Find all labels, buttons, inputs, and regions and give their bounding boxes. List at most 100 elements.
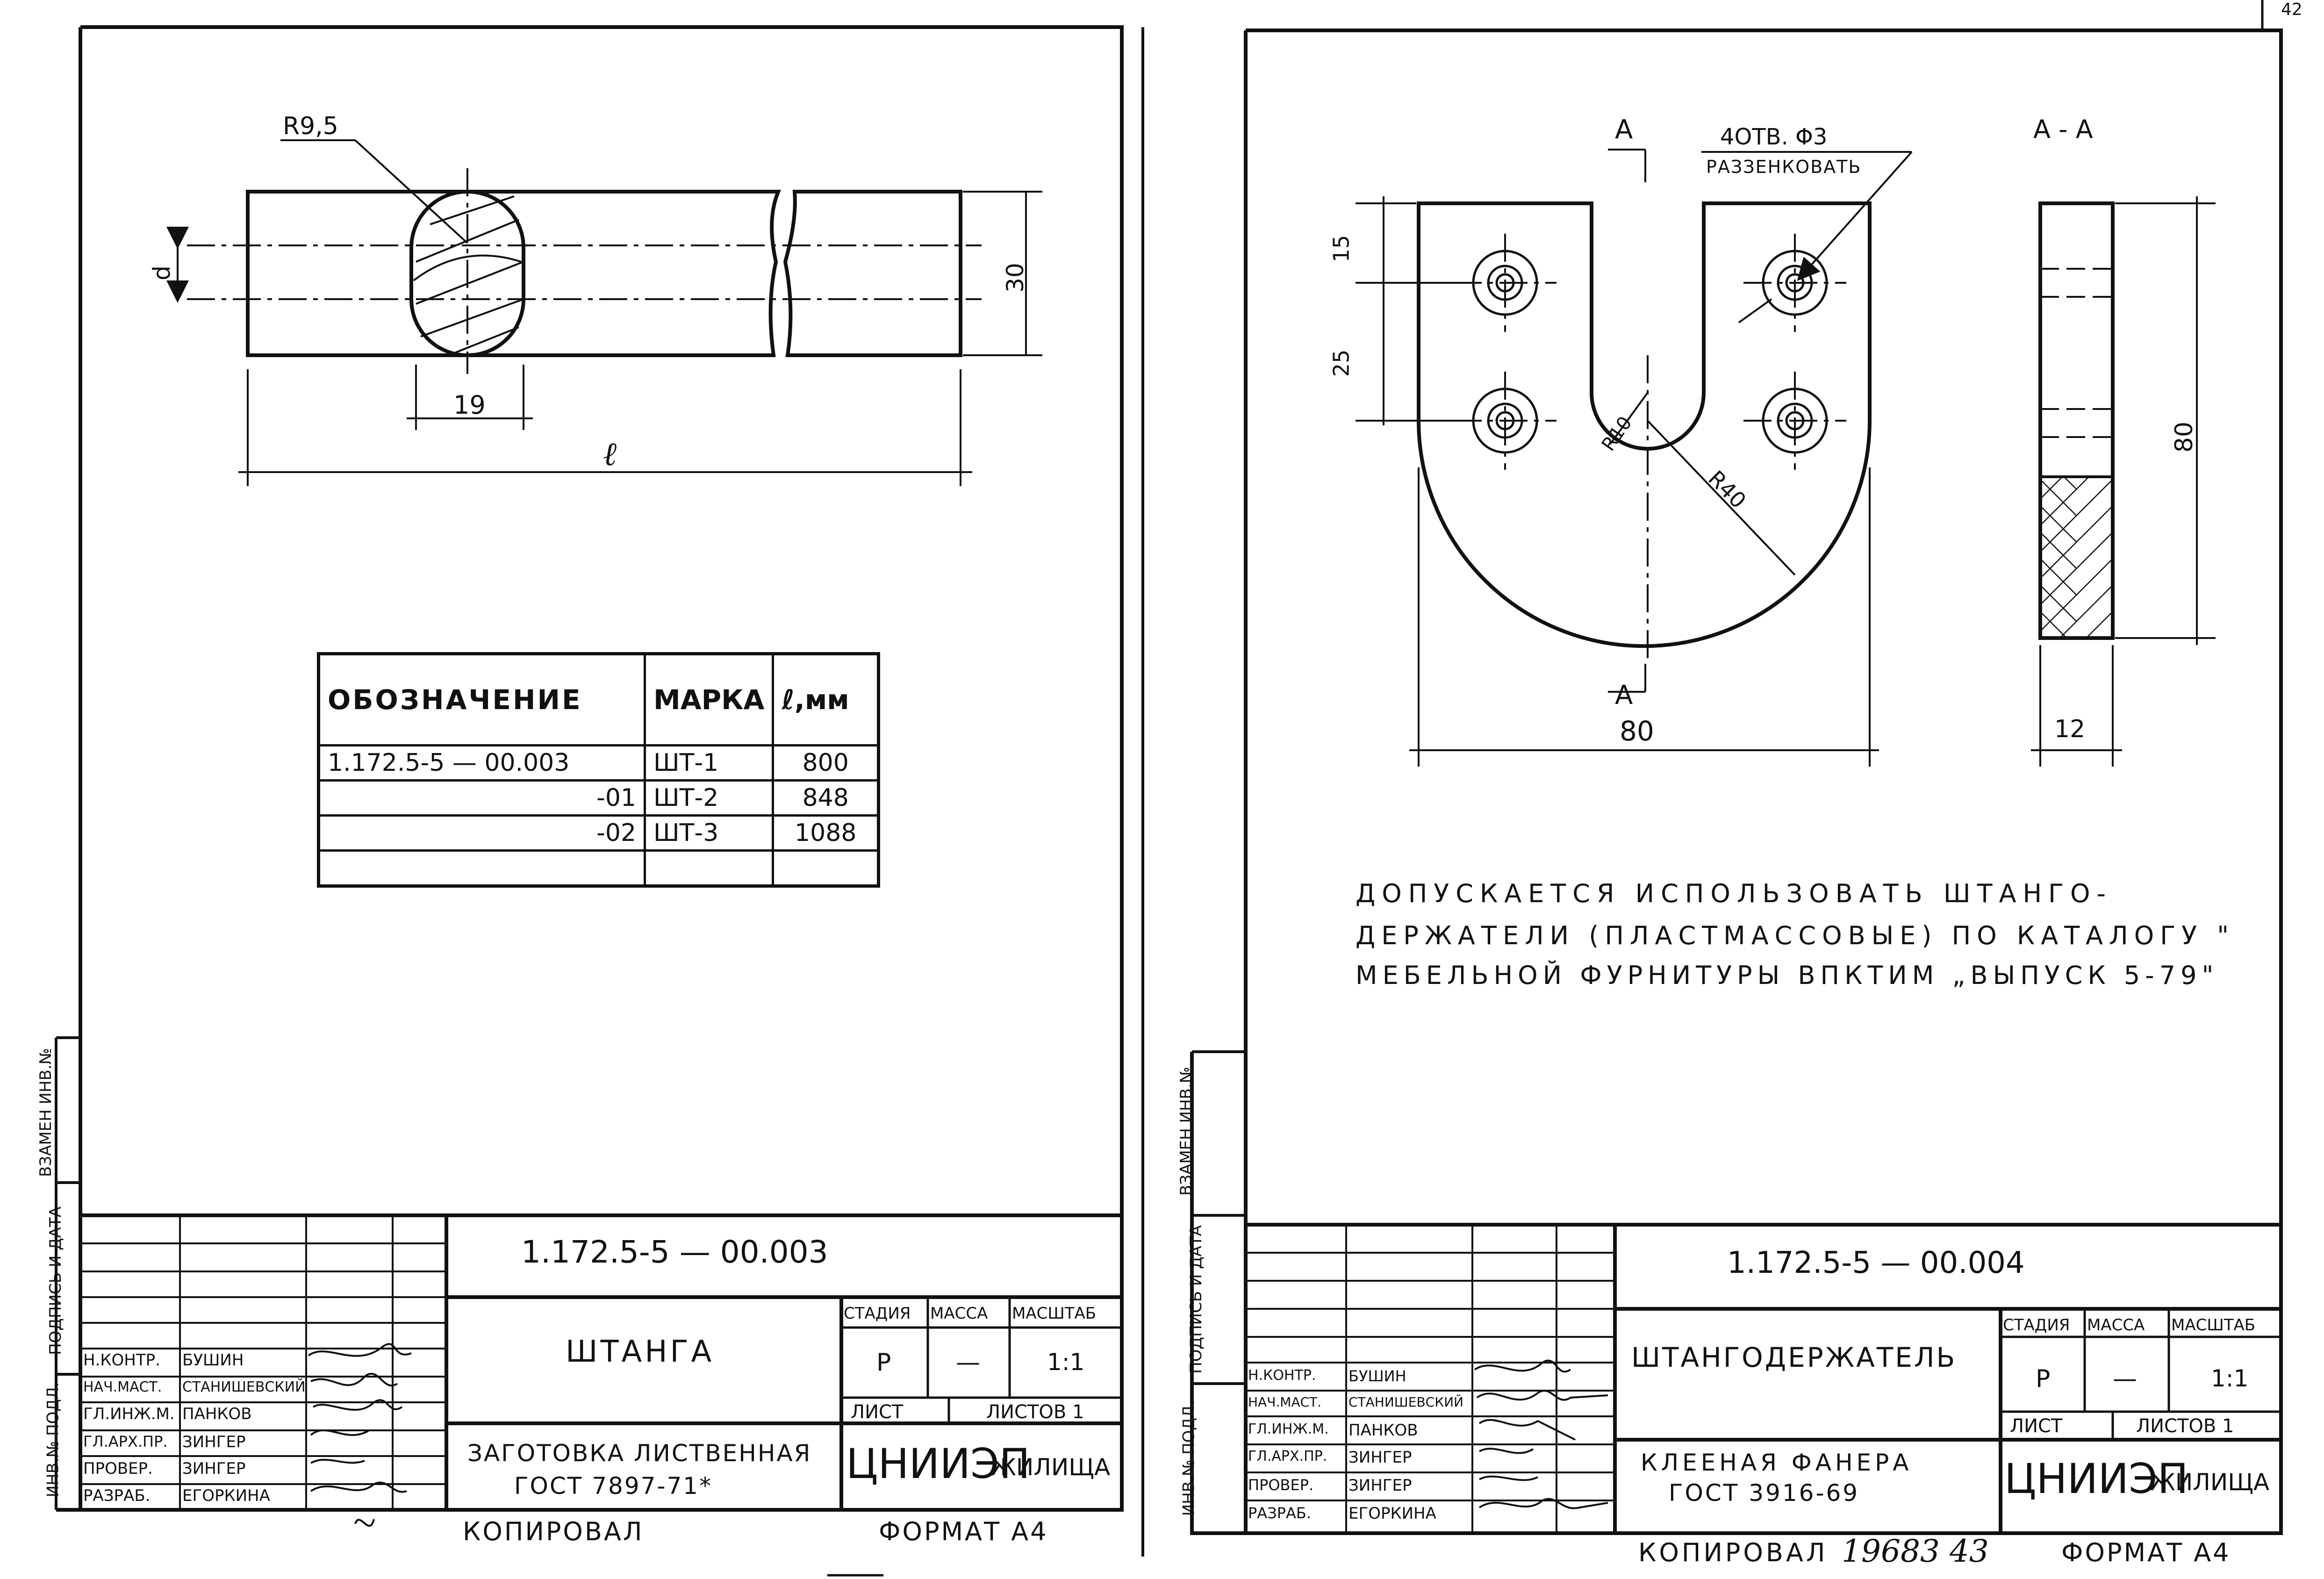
dim-80-height-label: 80 [2170, 421, 2199, 453]
cell-length: 848 [772, 779, 880, 817]
mass-value: — [2113, 1365, 2137, 1393]
header-mark: МАРКА [643, 653, 775, 746]
bar-outline [246, 190, 781, 357]
name-n-kontr: БУШИН [1348, 1367, 1406, 1385]
header-designation: ОБОЗНАЧЕНИЕ [317, 653, 646, 746]
scale-header: МАСШТАБ [1012, 1304, 1097, 1323]
material-std: ГОСТ 7897-71* [514, 1472, 713, 1500]
hole-note-line2: РАЗЗЕНКОВАТЬ [1706, 157, 1862, 177]
right-frame [1190, 29, 2283, 1535]
holder-outline [1417, 201, 1872, 648]
name-prover: ЗИНГЕР [182, 1459, 246, 1478]
hole-note-line1: 4ОТВ. Φ3 [1720, 124, 1828, 150]
side-label-sign: ПОДПИСЬ И ДАТА [46, 1206, 65, 1355]
role-nach-mast: НАЧ.МАСТ. [83, 1379, 162, 1395]
sheet-label: ЛИСТ [851, 1401, 904, 1423]
copied-label: КОПИРОВАЛ [1638, 1538, 1828, 1567]
section-mark-top: А [1615, 115, 1633, 145]
header-length: ℓ,мм [772, 653, 880, 746]
format-label: ФОРМАТ А4 [879, 1517, 1048, 1546]
copied-label: КОПИРОВАЛ [463, 1517, 644, 1546]
stage-value: Р [876, 1349, 891, 1377]
role-gl-arh: ГЛ.АРХ.ПР. [1248, 1448, 1327, 1464]
material: КЛЕЕНАЯ ФАНЕРА [1641, 1449, 1913, 1476]
role-razrab: РАЗРАБ. [83, 1486, 151, 1505]
name-gl-inzh: ПАНКОВ [1348, 1421, 1418, 1440]
stage-value: Р [2036, 1365, 2051, 1393]
part-name: ШТАНГА [566, 1335, 715, 1369]
scale-value: 1:1 [1047, 1349, 1085, 1376]
scale-header: МАСШТАБ [2171, 1316, 2256, 1335]
mass-header: МАССА [2087, 1316, 2145, 1335]
doc-number: 1.172.5-5 — 00.003 [521, 1234, 828, 1270]
name-nach-mast: СТАНИШЕВСКИЙ [182, 1379, 306, 1395]
table-row: -02 ШТ-3 1088 [317, 814, 880, 852]
cell-length: 800 [772, 744, 880, 782]
cell-mark: ШТ-1 [643, 744, 775, 782]
side-label-replace: ВЗАМЕН ИНВ.№ [1177, 1066, 1196, 1196]
side-label-replace: ВЗАМЕН ИНВ.№ [36, 1048, 56, 1177]
cell-length: 1088 [772, 814, 880, 852]
role-n-kontr: Н.КОНТР. [1248, 1367, 1316, 1384]
stage-header: СТАДИЯ [844, 1304, 911, 1323]
name-gl-inzh: ПАНКОВ [182, 1405, 252, 1423]
role-nach-mast: НАЧ.МАСТ. [1248, 1394, 1322, 1410]
name-gl-arh: ЗИНГЕР [1348, 1448, 1412, 1467]
side-label-inv: ИНВ.№ ПОДЛ. [1179, 1400, 1198, 1516]
cell-designation: -02 [317, 814, 646, 852]
role-gl-inzh: ГЛ.ИНЖ.М. [1248, 1421, 1329, 1437]
cell-designation: 1.172.5-5 — 00.003 [317, 744, 646, 782]
table-row: 1.172.5-5 — 00.003 ШТ-1 800 [317, 744, 880, 782]
sheets-label: ЛИСТОВ 1 [2136, 1415, 2234, 1437]
copied-handwritten: 19683 43 [1842, 1533, 1989, 1569]
role-prover: ПРОВЕР. [1248, 1476, 1314, 1494]
sheets-label: ЛИСТОВ 1 [986, 1401, 1084, 1423]
material: ЗАГОТОВКА ЛИСТВЕННАЯ [467, 1440, 812, 1467]
dim-80-width-label: 80 [1620, 715, 1654, 747]
dim-12-label: 12 [2054, 715, 2086, 743]
org-name-2: ЖИЛИЩА [991, 1454, 1111, 1481]
name-gl-arh: ЗИНГЕР [182, 1433, 246, 1451]
table-header-row: ОБОЗНАЧЕНИЕ МАРКА ℓ,мм [317, 653, 880, 746]
section-mark-bottom: А [1615, 680, 1633, 711]
org-name: ЦНИИЭП [2004, 1455, 2188, 1503]
side-label-inv: ИНВ.№ ПОДЛ. [43, 1382, 63, 1498]
mass-value: — [956, 1349, 980, 1377]
name-razrab: ЕГОРКИНА [182, 1486, 270, 1505]
sheet-label: ЛИСТ [2010, 1415, 2063, 1437]
role-n-kontr: Н.КОНТР. [83, 1351, 160, 1370]
dim-width-label: 30 [1001, 263, 1029, 293]
page-number: 42 [2281, 0, 2302, 19]
stage-header: СТАДИЯ [2003, 1316, 2070, 1335]
dim-25-label: 25 [1328, 349, 1354, 377]
note-line3: МЕБЕЛЬНОЙ ФУРНИТУРЫ ВПКТИМ „ВЫПУСК 5-79" [1356, 961, 2219, 990]
role-gl-inzh: ГЛ.ИНЖ.М. [83, 1405, 175, 1423]
format-label: ФОРМАТ А4 [2061, 1538, 2231, 1567]
role-prover: ПРОВЕР. [83, 1459, 153, 1478]
scale-value: 1:1 [2211, 1365, 2249, 1392]
doc-number: 1.172.5-5 — 00.004 [1727, 1246, 2025, 1280]
cell-mark: ШТ-2 [643, 779, 775, 817]
role-razrab: РАЗРАБ. [1248, 1504, 1312, 1522]
org-name: ЦНИИЭП [846, 1440, 1030, 1488]
role-gl-arh: ГЛ.АРХ.ПР. [83, 1433, 168, 1450]
name-nach-mast: СТАНИШЕВСКИЙ [1348, 1394, 1463, 1410]
side-label-sign: ПОДПИСЬ И ДАТА [1186, 1225, 1205, 1374]
cell-mark: ШТ-3 [643, 814, 775, 852]
note-line1: ДОПУСКАЕТСЯ ИСПОЛЬЗОВАТЬ ШТАНГО- [1356, 879, 2113, 908]
table-row: -01 ШТ-2 848 [317, 779, 880, 817]
part-name: ШТАНГОДЕРЖАТЕЛЬ [1631, 1342, 1957, 1373]
dim-length-label: ℓ [603, 435, 617, 473]
dim-radius-label: R9,5 [283, 112, 338, 140]
dim-d-label: d [148, 266, 175, 280]
name-n-kontr: БУШИН [182, 1351, 244, 1370]
org-name-2: ЖИЛИЩА [2150, 1469, 2270, 1496]
section-view-label: А - А [2033, 115, 2093, 144]
material-std: ГОСТ 3916-69 [1669, 1479, 1860, 1507]
name-razrab: ЕГОРКИНА [1348, 1504, 1436, 1523]
variants-table: ОБОЗНАЧЕНИЕ МАРКА ℓ,мм 1.172.5-5 — 00.00… [317, 652, 880, 888]
name-prover: ЗИНГЕР [1348, 1476, 1412, 1495]
cell-designation: -01 [317, 779, 646, 817]
